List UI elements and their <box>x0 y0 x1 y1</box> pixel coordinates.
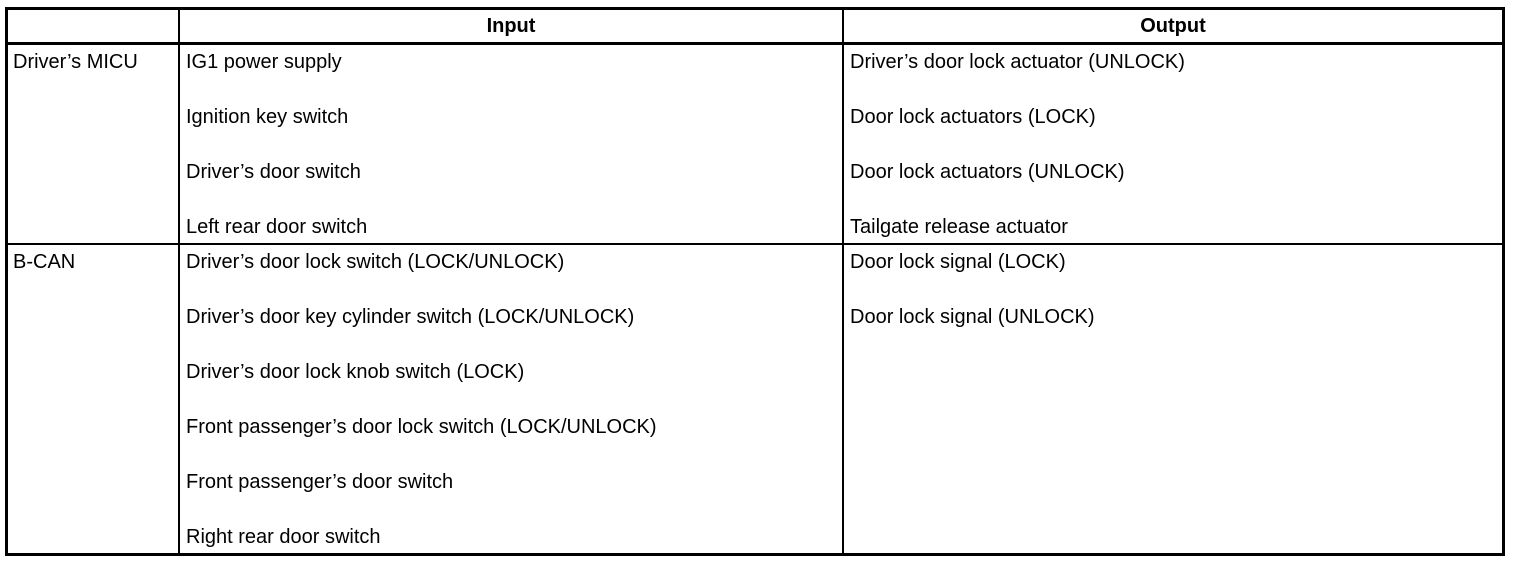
input-item: Driver’s door switch <box>186 161 361 183</box>
output-item: Door lock actuators (LOCK) <box>850 106 1096 128</box>
input-item: Ignition key switch <box>186 106 349 128</box>
row-outputs-cell: Driver’s door lock actuator (UNLOCK) Doo… <box>844 45 1502 245</box>
row-source-cell: Driver’s MICU <box>8 45 180 245</box>
row-inputs-cell: Driver’s door lock switch (LOCK/UNLOCK) … <box>180 245 844 553</box>
input-item: Driver’s door lock switch (LOCK/UNLOCK) <box>186 251 565 273</box>
input-item: IG1 power supply <box>186 51 342 73</box>
input-item: Front passenger’s door lock switch (LOCK… <box>186 416 657 438</box>
input-item: Driver’s door key cylinder switch (LOCK/… <box>186 306 635 328</box>
row-source-label: B-CAN <box>13 251 76 273</box>
row-source-cell: B-CAN <box>8 245 180 553</box>
row-inputs-cell: IG1 power supply Ignition key switch Dri… <box>180 45 844 245</box>
header-input-label: Input <box>486 14 536 37</box>
input-item: Driver’s door lock knob switch (LOCK) <box>186 361 525 383</box>
header-output-cell: Output <box>844 10 1502 45</box>
row-outputs-cell: Door lock signal (LOCK) Door lock signal… <box>844 245 1502 553</box>
header-input-cell: Input <box>180 10 844 45</box>
output-item: Driver’s door lock actuator (UNLOCK) <box>850 51 1185 73</box>
input-item: Right rear door switch <box>186 526 381 548</box>
output-item: Door lock actuators (UNLOCK) <box>850 161 1125 183</box>
header-corner-cell <box>8 10 180 45</box>
output-item: Door lock signal (LOCK) <box>850 251 1066 273</box>
output-item: Tailgate release actuator <box>850 216 1068 238</box>
row-source-label: Driver’s MICU <box>13 51 138 73</box>
input-output-table: Input Output Driver’s MICU IG1 power sup… <box>5 7 1505 556</box>
output-item: Door lock signal (UNLOCK) <box>850 306 1095 328</box>
input-item: Left rear door switch <box>186 216 368 238</box>
header-output-label: Output <box>1140 14 1206 37</box>
input-item: Front passenger’s door switch <box>186 471 454 493</box>
